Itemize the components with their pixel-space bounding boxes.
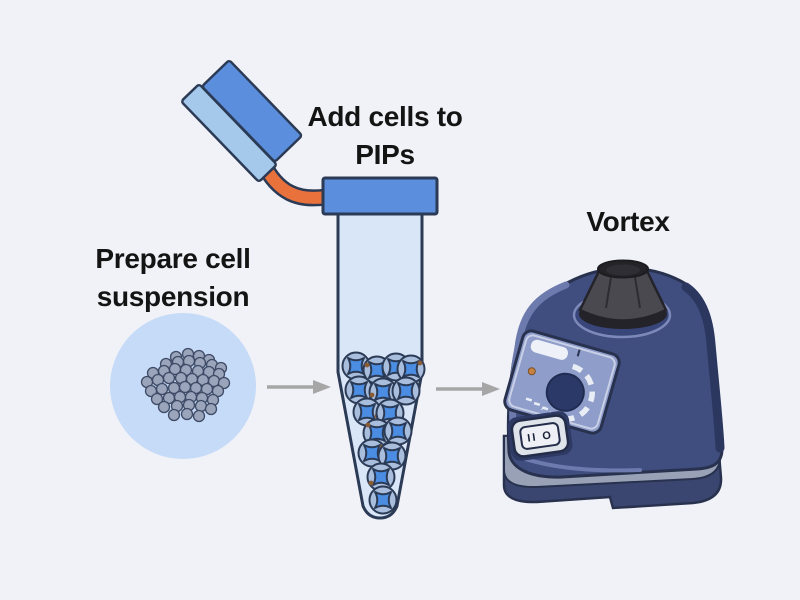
step-label-vortex: Vortex [528,203,728,241]
pip-fleck [365,422,371,428]
pip-particle [366,462,396,492]
pip-fleck [368,480,374,486]
pip-core [383,447,401,465]
arrow-head [313,380,331,394]
arrow-head [482,382,500,396]
pip-particle [377,441,407,471]
cell-dot [157,400,171,414]
label-line: Prepare cell [95,243,251,274]
scale-mark [541,406,549,411]
power-led [527,367,536,376]
pip-particle [391,376,421,406]
tube-cap [321,176,439,216]
cell-dot [180,407,194,421]
cell-dot [178,380,192,394]
pip-core [374,383,392,401]
flow-arrow-icon [267,380,331,394]
vortex-mixer-icon: II O [502,259,725,510]
label-line: PIPs [355,139,415,170]
cell-dot [150,392,164,406]
panel-display [530,339,569,360]
cell-suspension-icon [110,313,256,459]
head-cup-inner [606,264,640,276]
cell-dot [167,408,181,422]
label-line: Add cells to [307,101,463,132]
pip-fleck [369,392,375,398]
pip-core [347,357,365,375]
pip-particle [396,354,426,384]
cell-dot [192,409,206,423]
pip-particle [368,485,398,515]
step-label-add-cells-to-pips: Add cells to PIPs [265,98,505,174]
pip-core [350,381,368,399]
pip-core [402,360,420,378]
scale-mark [525,397,533,402]
cell-dots [140,347,231,423]
scale-mark [533,401,541,406]
pip-fleck [364,362,370,368]
power-switch: II O [507,411,573,461]
switch-rocker [519,422,561,450]
cell-dot [162,371,176,385]
cell-dot [204,402,218,416]
pip-particles [341,351,426,515]
pip-core [374,491,392,509]
body-shadow [681,282,725,453]
pip-core [372,468,390,486]
pipette-icon [181,60,328,207]
pip-core [397,382,415,400]
flow-arrow-icon [436,382,500,396]
pip-core [368,424,386,442]
step-label-prepare-cell-suspension: Prepare cell suspension [53,240,293,316]
cell-dot [217,376,231,390]
pip-core [363,444,381,462]
pip-core [389,422,407,440]
cell-dot [194,399,208,413]
microtube-icon [321,176,439,520]
dial-tick [576,349,581,357]
pipette-barrel [201,60,303,162]
pip-core [358,403,376,421]
label-line: suspension [96,281,250,312]
speed-knob [545,372,585,412]
pip-particle [383,416,413,446]
cell-dot [155,382,169,396]
pip-fleck [417,360,423,366]
label-line: Vortex [586,206,670,237]
power-switch-label: II O [527,429,554,444]
